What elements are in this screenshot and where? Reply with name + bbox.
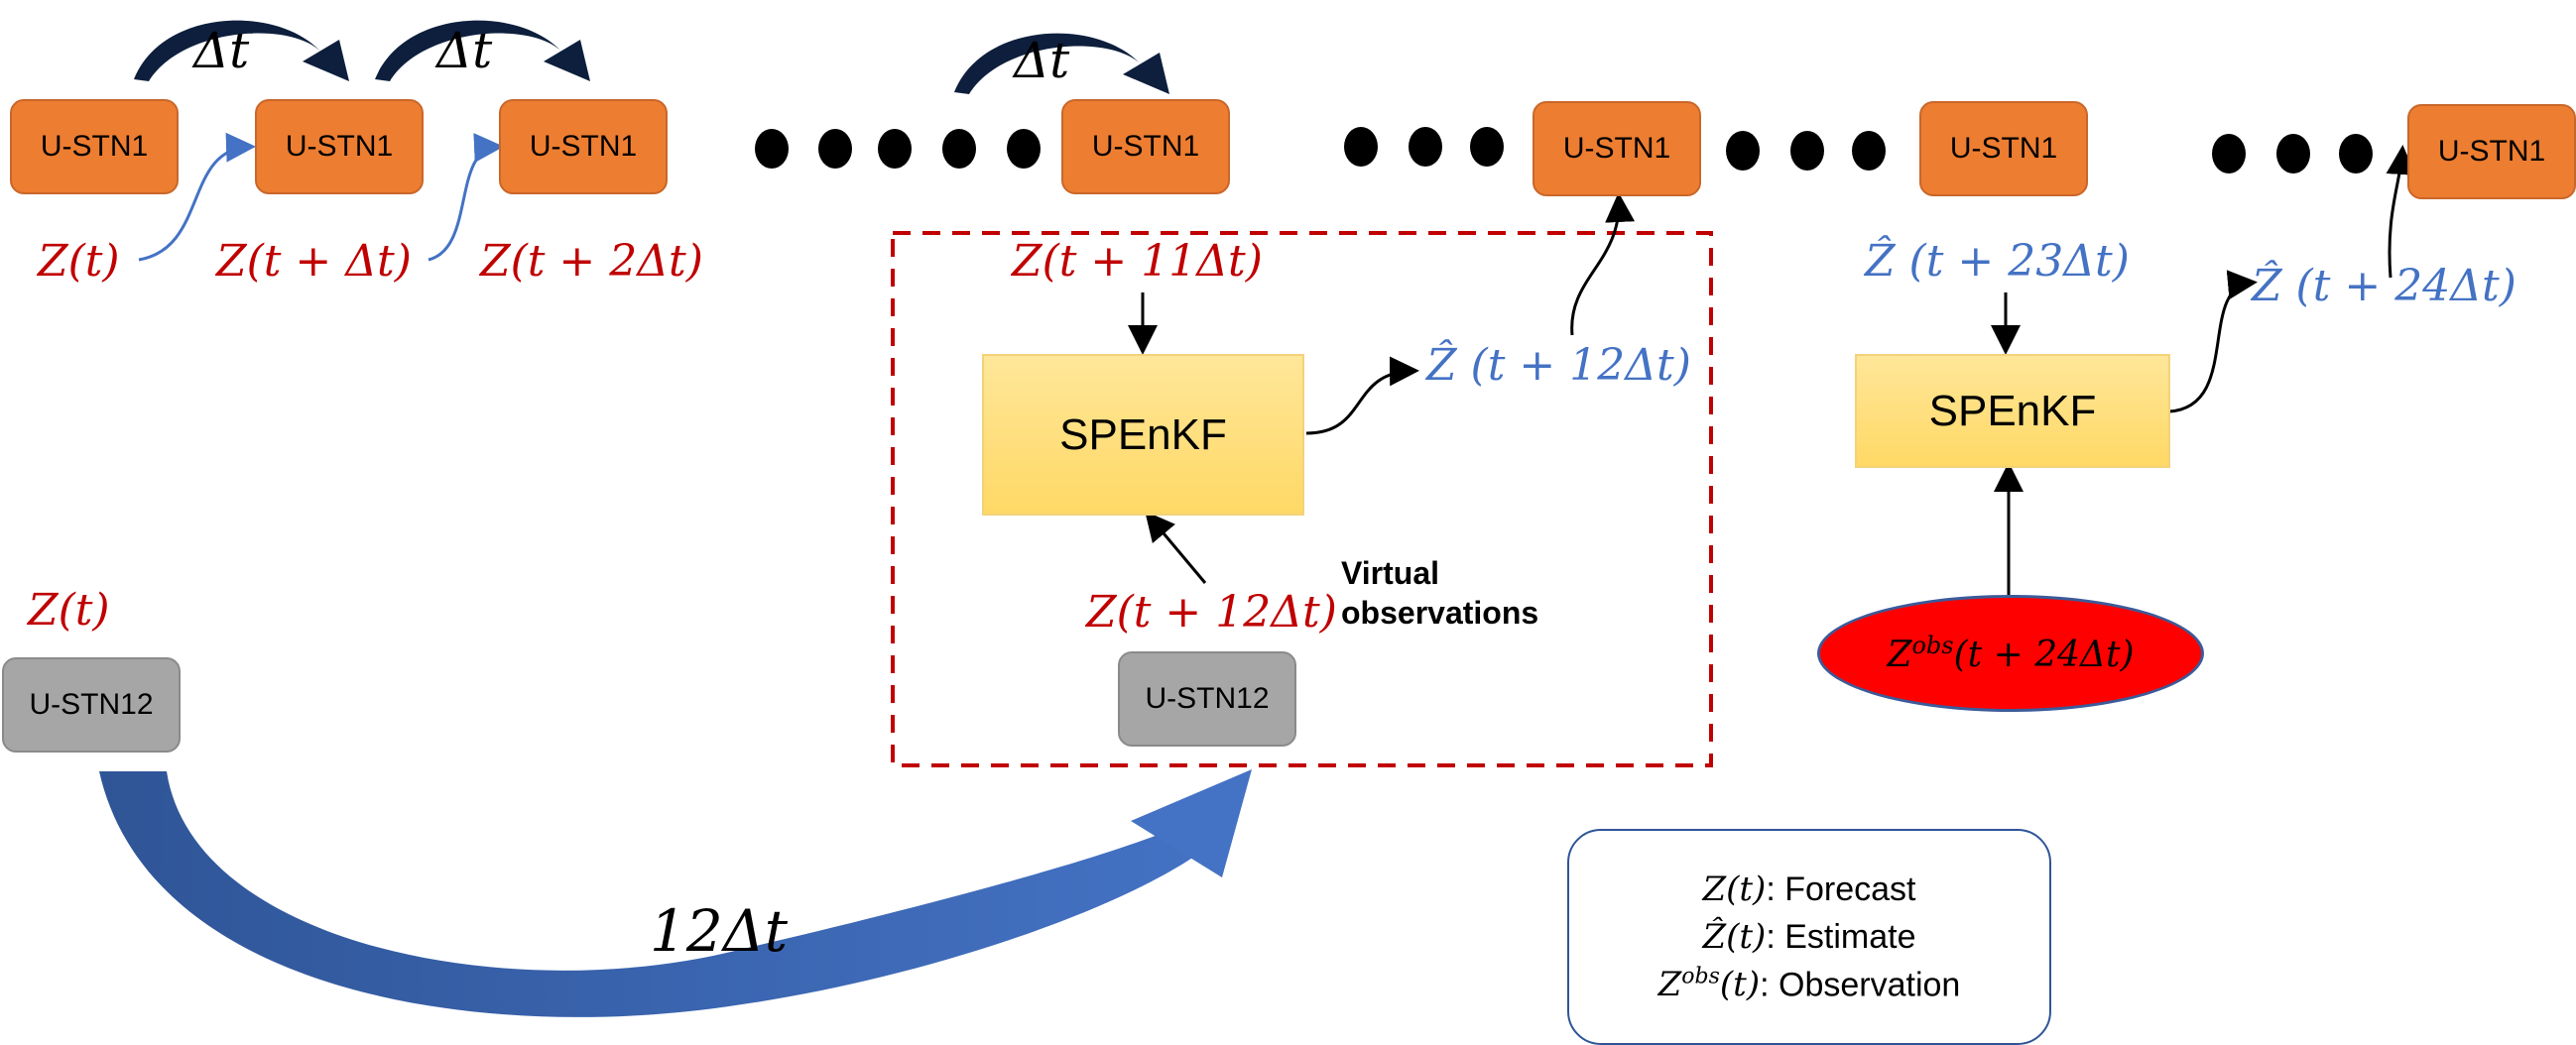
arrow-spenkf-to-estimate-2 [2168,270,2258,413]
ellipsis-dot [1344,127,1378,167]
ellipsis-dot [1852,131,1886,171]
ellipsis-dot [1790,131,1824,171]
ellipsis-dot [2339,134,2373,174]
ustn1-node: U-STN1 [499,99,668,194]
ellipsis-dot [755,129,789,169]
estimate-label: Ẑ (t + 12Δt) [1426,340,1691,391]
legend-box: Z(t): Forecast Ẑ(t): Estimate Zobs(t): O… [1567,829,2051,1045]
virtual-observation-label: Z(t + 12Δt) [1086,587,1337,638]
ellipsis-dot [942,129,976,169]
ellipsis-dot [818,129,852,169]
ellipsis-dot [878,129,912,169]
forecast-label: Z(t) [28,585,110,636]
ustn1-node: U-STN1 [10,99,179,194]
ellipsis-dot [1409,127,1442,167]
ustn1-node: U-STN1 [1533,101,1701,196]
arrow-virtual-obs-to-spenkf [1145,511,1207,584]
ustn1-node: U-STN1 [255,99,424,194]
input-arrow [138,132,256,262]
forecast-label: Z(t + 11Δt) [1012,236,1263,287]
arrow-spenkf-to-estimate [1305,356,1419,435]
delta-t-label: Δt [193,22,250,79]
delta-t-label: Δt [1014,32,1070,89]
ellipsis-dot [2276,134,2310,174]
virtual-observations-text: Virtual observations [1341,555,1539,631]
estimate-label: Ẑ (t + 24Δt) [2252,261,2516,311]
ellipsis-dot [1007,129,1041,169]
delta-t-label: Δt [436,22,493,79]
dt-curve-arrow [954,33,1169,94]
forecast-label: Z(t + 2Δt) [480,236,703,287]
forecast-label: Z(t + Δt) [216,236,412,287]
ellipsis-dot [1470,127,1504,167]
legend-forecast: Z(t): Forecast [1702,869,1916,909]
ellipsis-dot [2212,134,2246,174]
input-arrow [428,133,504,262]
forecast-label: Z(t) [38,236,120,287]
spenkf-block: SPEnKF [1855,354,2170,468]
legend-estimate: Ẑ(t): Estimate [1702,916,1916,957]
twelve-delta-t-label: 12Δt [650,897,788,965]
ustn1-node: U-STN1 [1919,101,2088,196]
legend-observation: Zobs(t): Observation [1657,964,1961,1005]
ustn12-node: U-STN12 [1118,651,1296,747]
estimate-label: Ẑ (t + 23Δt) [1865,236,2130,287]
twelve-dt-arrow [99,769,1252,1017]
ellipsis-dot [1726,131,1760,171]
observation-label: Zobs(t + 24Δt) [1887,632,2135,675]
spenkf-block: SPEnKF [982,354,1304,516]
arrow-estimate-to-ustn1-2 [2386,145,2416,279]
virtual-observation-box [891,231,1713,767]
ustn12-node: U-STN12 [2,657,181,753]
arrow-estimate-to-ustn1 [1570,192,1636,336]
dt-curve-arrow [375,20,590,81]
observation-ellipse: Zobs(t + 24Δt) [1817,595,2204,712]
ustn1-node: U-STN1 [2407,104,2576,199]
ustn1-node: U-STN1 [1061,99,1230,194]
dt-curve-arrow [134,20,349,81]
